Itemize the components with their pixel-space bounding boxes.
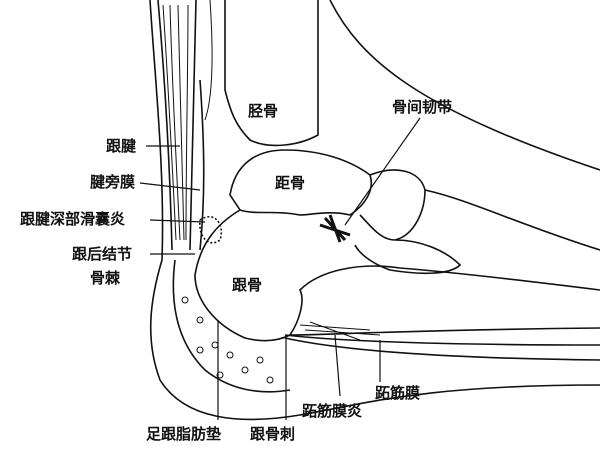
fat-pad-outline (172, 259, 291, 393)
label-posterior-tubercle: 跟后结节 (72, 245, 133, 263)
label-talus: 距骨 (275, 174, 306, 192)
label-heel-fat-pad: 足跟脂肪垫 (146, 425, 222, 443)
label-tibia: 胫骨 (248, 102, 279, 120)
achilles-fibers (162, 4, 189, 241)
label-bone-spur: 骨棘 (90, 269, 121, 287)
interosseous-ligament (319, 214, 351, 243)
calcaneus-lower (289, 327, 600, 336)
label-interosseous-ligament: 骨间韧带 (392, 98, 453, 116)
label-paratenon: 腱旁膜 (90, 173, 136, 191)
fat-pad-cells (181, 296, 274, 384)
tibia-outline (204, 0, 213, 121)
label-heel-spur: 跟骨刺 (250, 425, 296, 443)
label-calcaneus: 跟骨 (232, 276, 263, 294)
plantar-fascia-line (284, 334, 600, 361)
bursa-dots (199, 216, 222, 244)
leader-lines (139, 117, 421, 420)
calcaneus-bone (194, 209, 600, 342)
label-plantar-fasciitis: 跖筋膜炎 (302, 402, 363, 420)
label-plantar-fascia: 跖筋膜 (375, 384, 421, 402)
skin-outline-back (149, 0, 600, 421)
tibia-bone (224, 0, 319, 147)
achilles-tendon (157, 0, 197, 251)
label-achilles-tendon: 跟腱 (106, 137, 137, 155)
skin-outline-top (329, 0, 600, 171)
plantar-fascia-fibers (299, 321, 381, 341)
label-retrocalcaneal-bursitis: 跟腱深部滑囊炎 (20, 210, 126, 228)
midfoot-bones (354, 169, 600, 275)
